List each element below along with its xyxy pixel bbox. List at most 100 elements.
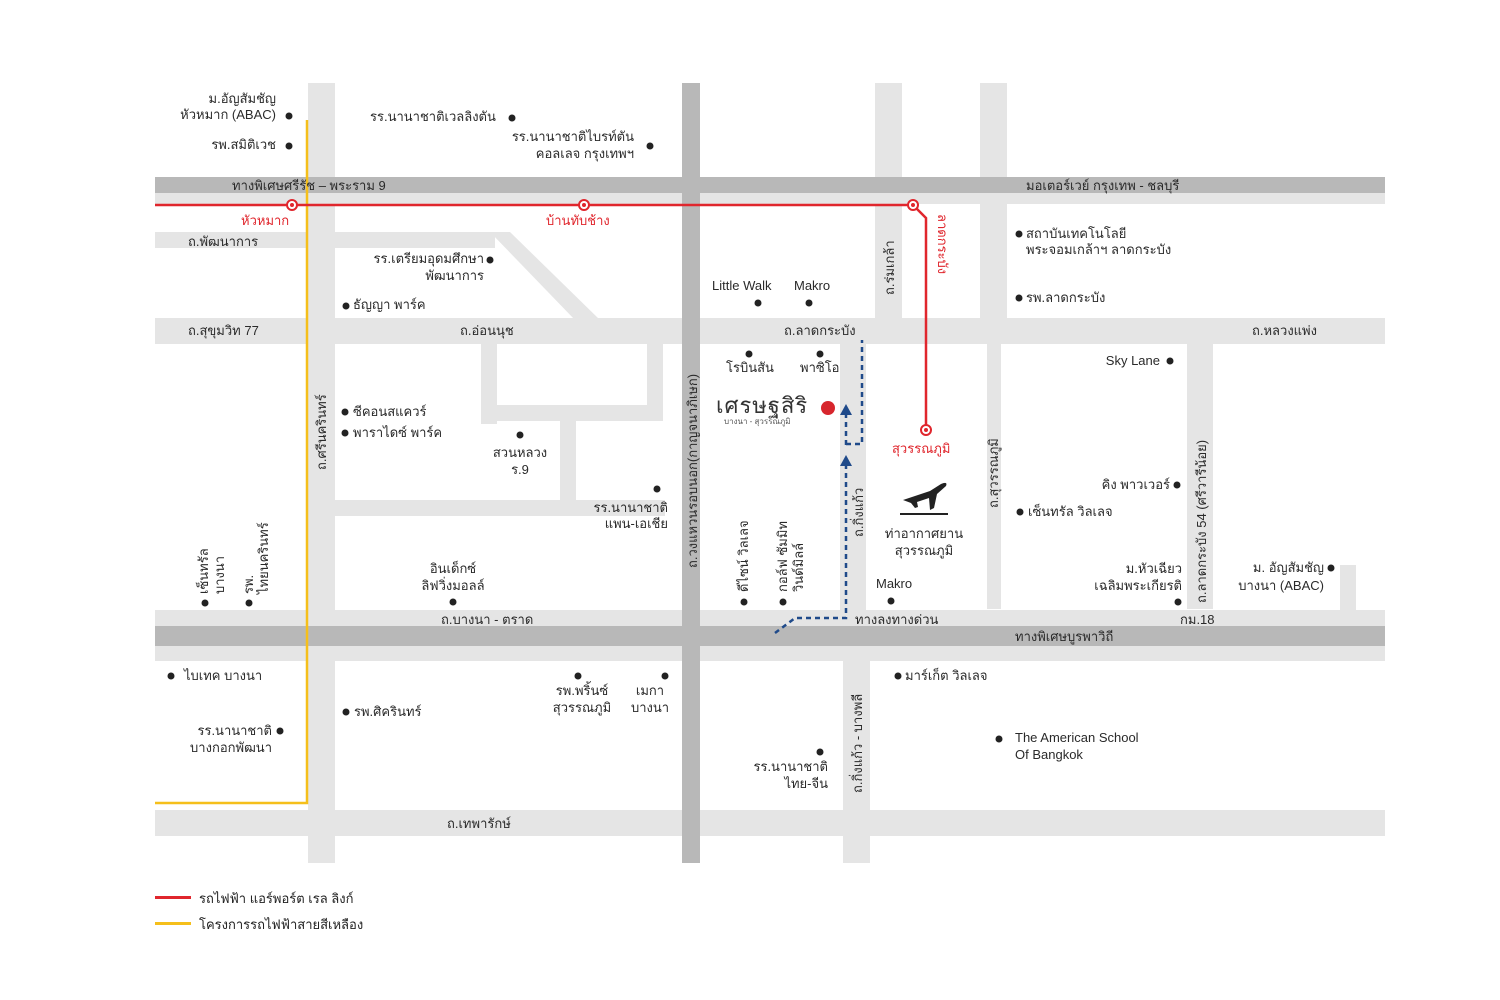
poi-dot <box>754 299 762 307</box>
project-marker[interactable] <box>821 401 835 415</box>
road-suanluang-s <box>335 500 665 516</box>
poi-central-bangna-1: เซ็นทรัล <box>196 548 211 594</box>
yellow-line-route <box>155 120 309 805</box>
poi-dot <box>1166 357 1174 365</box>
poi-dot <box>779 598 787 606</box>
poi-princ-2: สุวรรณภูมิ <box>552 700 612 715</box>
airport-rail-link-route <box>155 203 928 430</box>
poi-dot <box>285 142 293 150</box>
poi-market-village: มาร์เก็ต วิลเลจ <box>905 668 988 683</box>
poi-central-bangna-2: บางนา <box>212 555 227 594</box>
label-bangna-trat: ถ.บางนา - ตราด <box>441 612 534 627</box>
poi-dot <box>1174 598 1182 606</box>
road-kingkaew-upper <box>840 344 866 619</box>
poi-dot <box>1015 230 1023 238</box>
poi-panasia-2: แพน-เอเชีย <box>604 516 668 531</box>
poi-american-2: Of Bangkok <box>1015 747 1083 762</box>
poi-central-village: เซ็นทรัล วิลเลจ <box>1028 504 1113 519</box>
poi-panasia-1: รร.นานาชาติ <box>593 500 668 515</box>
poi-dot <box>1327 564 1335 572</box>
road-south-service <box>155 645 1385 661</box>
poi-triamudom-2: พัฒนาการ <box>425 268 484 283</box>
label-suvarnabhumi-rd: ถ.สุวรรณภูมิ <box>986 438 1001 508</box>
poi-thaichinese-2: ไทย-จีน <box>784 776 828 791</box>
poi-wellington: รร.นานาชาติเวลลิงตัน <box>370 109 496 124</box>
road-suvarnabhumi-rd <box>987 344 1001 609</box>
road-onnut-loop-e <box>647 344 663 421</box>
label-sukhumvit77: ถ.สุขุมวิท 77 <box>188 323 259 338</box>
poi-dot <box>342 708 350 716</box>
poi-dot <box>745 350 753 358</box>
access-route-loop <box>846 340 864 446</box>
poi-dot <box>653 485 661 493</box>
poi-index-1: อินเด็กซ์ <box>429 561 477 576</box>
poi-makro-1: Makro <box>794 278 831 293</box>
road-latkrabang-n-service <box>155 192 1385 204</box>
label-motorway: มอเตอร์เวย์ กรุงเทพ - ชลบุรี <box>1026 178 1180 193</box>
main-roads <box>155 83 1385 863</box>
poi-princ-1: รพ.พริ้นซ์ <box>555 683 609 698</box>
poi-dot <box>1015 294 1023 302</box>
road-latkrabang54 <box>1187 344 1213 609</box>
poi-dot <box>661 672 669 680</box>
poi-design-village: ดีไซน์ วิลเลจ <box>736 520 751 592</box>
label-kingkaew-bangphli: ถ.กิ่งแก้ว - บางพลี <box>850 693 865 793</box>
label-burapha: ทางพิเศษบูรพาวิถี <box>1015 629 1114 644</box>
poi-suanluang-2: ร.9 <box>511 462 529 477</box>
poi-hcu-1: ม.หัวเฉียว <box>1125 561 1182 576</box>
poi-paradise: พาราไดซ์ พาร์ค <box>353 425 443 440</box>
poi-skylane: Sky Lane <box>1105 353 1160 368</box>
local-roads <box>155 83 1385 863</box>
poi-dot <box>245 599 253 607</box>
poi-abac-huamak-2: หัวหมาก (ABAC) <box>180 107 276 122</box>
route-arrow-upper <box>840 404 852 415</box>
poi-american-1: The American School <box>1015 730 1139 745</box>
poi-dots <box>167 112 1335 756</box>
label-latkrabang54: ถ.ลาดกระบัง 54 (ศรีวารีน้อย) <box>1194 439 1209 603</box>
poi-kmitl-2: พระจอมเกล้าฯ ลาดกระบัง <box>1026 242 1172 257</box>
poi-dot <box>341 429 349 437</box>
airplane-icon <box>900 482 948 515</box>
poi-hcu-2: เฉลิมพระเกียรติ <box>1094 578 1182 593</box>
station-latkrabang-dot <box>911 203 915 207</box>
poi-triamudom-1: รร.เตรียมอุดมศึกษา <box>373 251 484 266</box>
road-rama9-motorway <box>155 177 1385 193</box>
poi-paseo: พาซิโอ <box>800 360 840 375</box>
label-theparak: ถ.เทพารักษ์ <box>447 816 511 831</box>
poi-dot <box>816 748 824 756</box>
poi-suanluang-1: สวนหลวง <box>492 445 548 460</box>
road-bangna-trat <box>155 626 1385 646</box>
label-onnut: ถ.อ่อนนุช <box>460 323 514 338</box>
poi-dot <box>516 431 524 439</box>
poi-robinson: โรบินสัน <box>726 360 774 375</box>
poi-airport-1: ท่าอากาศยาน <box>884 526 964 541</box>
label-km18: กม.18 <box>1180 612 1215 627</box>
access-route-main <box>774 465 848 634</box>
poi-sikarin: รพ.ศิครินทร์ <box>354 704 422 719</box>
poi-dot <box>486 256 494 264</box>
poi-dot <box>740 598 748 606</box>
legend-yellow-line-swatch <box>155 922 191 925</box>
station-suvarnabhumi-label: สุวรรณภูมิ <box>892 441 951 456</box>
poi-dot <box>887 597 895 605</box>
poi-index-2: ลิฟวิ่งมอลล์ <box>421 578 485 593</box>
road-theparak <box>155 810 1385 836</box>
project-subtitle: บางนา - สุวรรณภูมิ <box>724 417 791 426</box>
poi-biotec: ไบเทค บางนา <box>184 668 263 683</box>
station-banthapchang-dot <box>582 203 586 207</box>
poi-dot <box>341 408 349 416</box>
road-sukhumvit77-onnut <box>155 318 1385 344</box>
poi-dot <box>995 735 1003 743</box>
poi-thainakarin-1: รพ. <box>241 574 256 594</box>
station-latkrabang-label: ลาดกระบัง <box>935 214 950 275</box>
station-banthapchang-label: บ้านทับช้าง <box>546 213 610 228</box>
label-kingkaew: ถ.กิ่งแก้ว <box>851 487 866 537</box>
legend-yellow-line-label: โครงการรถไฟฟ้าสายสีเหลือง <box>199 917 364 932</box>
poi-latkrabang-hosp: รพ.ลาดกระบัง <box>1026 290 1106 305</box>
poi-kingpower: คิง พาวเวอร์ <box>1101 477 1170 492</box>
project-name[interactable]: เศรษฐสิริ <box>716 394 809 419</box>
road-phatthanakan-east <box>335 232 495 248</box>
label-latkrabang-rd: ถ.ลาดกระบัง <box>784 323 856 338</box>
label-rama9: ทางพิเศษศรีรัช – พระราม 9 <box>232 178 386 193</box>
poi-makro-2: Makro <box>876 576 913 591</box>
